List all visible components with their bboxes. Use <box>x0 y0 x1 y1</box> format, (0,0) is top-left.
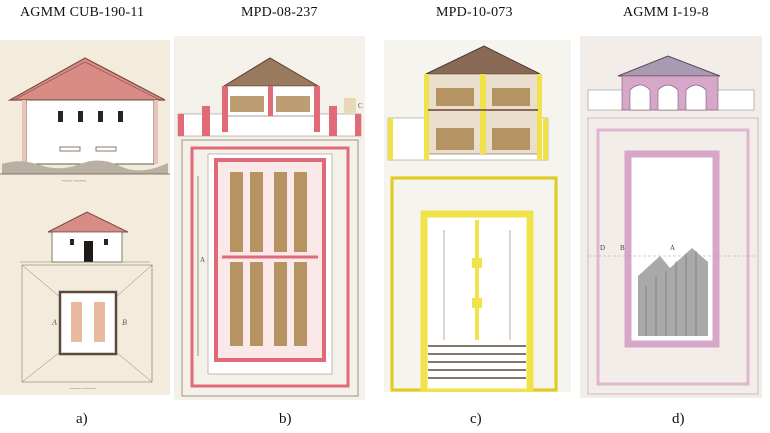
stack-b6 <box>250 262 263 346</box>
ground-a <box>2 160 168 174</box>
label-b-A: A <box>200 256 205 264</box>
stack-b8 <box>294 262 307 346</box>
grain-sacks-c4 <box>492 128 530 150</box>
grain-sacks-c2 <box>492 88 530 106</box>
outer-wall-b <box>181 139 359 397</box>
grain-sacks-c1 <box>436 88 474 106</box>
stack-b3 <box>274 172 287 252</box>
panel-b-caption: b) <box>279 411 292 427</box>
panel-a-title: AGMM CUB-190-11 <box>20 5 145 20</box>
stack-b2 <box>250 172 263 252</box>
panel-c-svg <box>384 40 571 392</box>
label-d-D: D <box>600 244 605 252</box>
grain-sacks-b2 <box>276 96 310 112</box>
label-d-A: A <box>670 244 675 252</box>
svg-text:~~~~ ~~~~~: ~~~~ ~~~~~ <box>70 387 96 392</box>
vent-a4 <box>118 111 123 122</box>
label-b-C: C <box>358 102 363 110</box>
wall-a <box>25 99 155 165</box>
panel-b-title: MPD-08-237 <box>241 5 318 20</box>
panel-c-drawing <box>384 40 571 392</box>
vent-a1 <box>58 111 63 122</box>
grain-sacks-b1 <box>230 96 264 112</box>
panel-a-drawing: ~~~ ~~~~ A B ~~~~ ~~~~~ <box>0 40 170 395</box>
stack-b4 <box>294 172 307 252</box>
svg-text:~~~ ~~~~: ~~~ ~~~~ <box>62 179 87 185</box>
grain-sacks-c3 <box>436 128 474 150</box>
enclosure-b <box>190 146 350 388</box>
label-a-A: A <box>51 318 57 327</box>
enclosure-d <box>596 128 750 386</box>
panel-d-svg: D B A <box>580 36 762 398</box>
door-a <box>84 241 93 262</box>
stack-a1 <box>71 302 82 342</box>
vent-a2 <box>78 111 83 122</box>
panel-a-svg: ~~~ ~~~~ A B ~~~~ ~~~~~ <box>0 40 170 395</box>
enclosure-a <box>21 264 153 383</box>
stack-b5 <box>230 262 243 346</box>
building-plan-a <box>58 290 118 356</box>
label-a-B: B <box>122 318 127 327</box>
panel-d-caption: d) <box>672 411 685 427</box>
label-d-B: B <box>620 244 625 252</box>
floor-grid-d <box>638 248 708 336</box>
floor-beams-c <box>428 345 526 379</box>
panel-d-drawing: D B A <box>580 36 762 398</box>
panel-c-title: MPD-10-073 <box>436 5 513 20</box>
panel-b-drawing: C A <box>174 36 365 400</box>
panel-d-title: AGMM I-19-8 <box>623 5 709 20</box>
stack-b1 <box>230 172 243 252</box>
panel-b-svg: C A <box>174 36 365 400</box>
panel-c-caption: c) <box>470 411 482 427</box>
panel-a-caption: a) <box>76 411 88 427</box>
vent-a3 <box>98 111 103 122</box>
stack-a2 <box>94 302 105 342</box>
stack-b7 <box>274 262 287 346</box>
